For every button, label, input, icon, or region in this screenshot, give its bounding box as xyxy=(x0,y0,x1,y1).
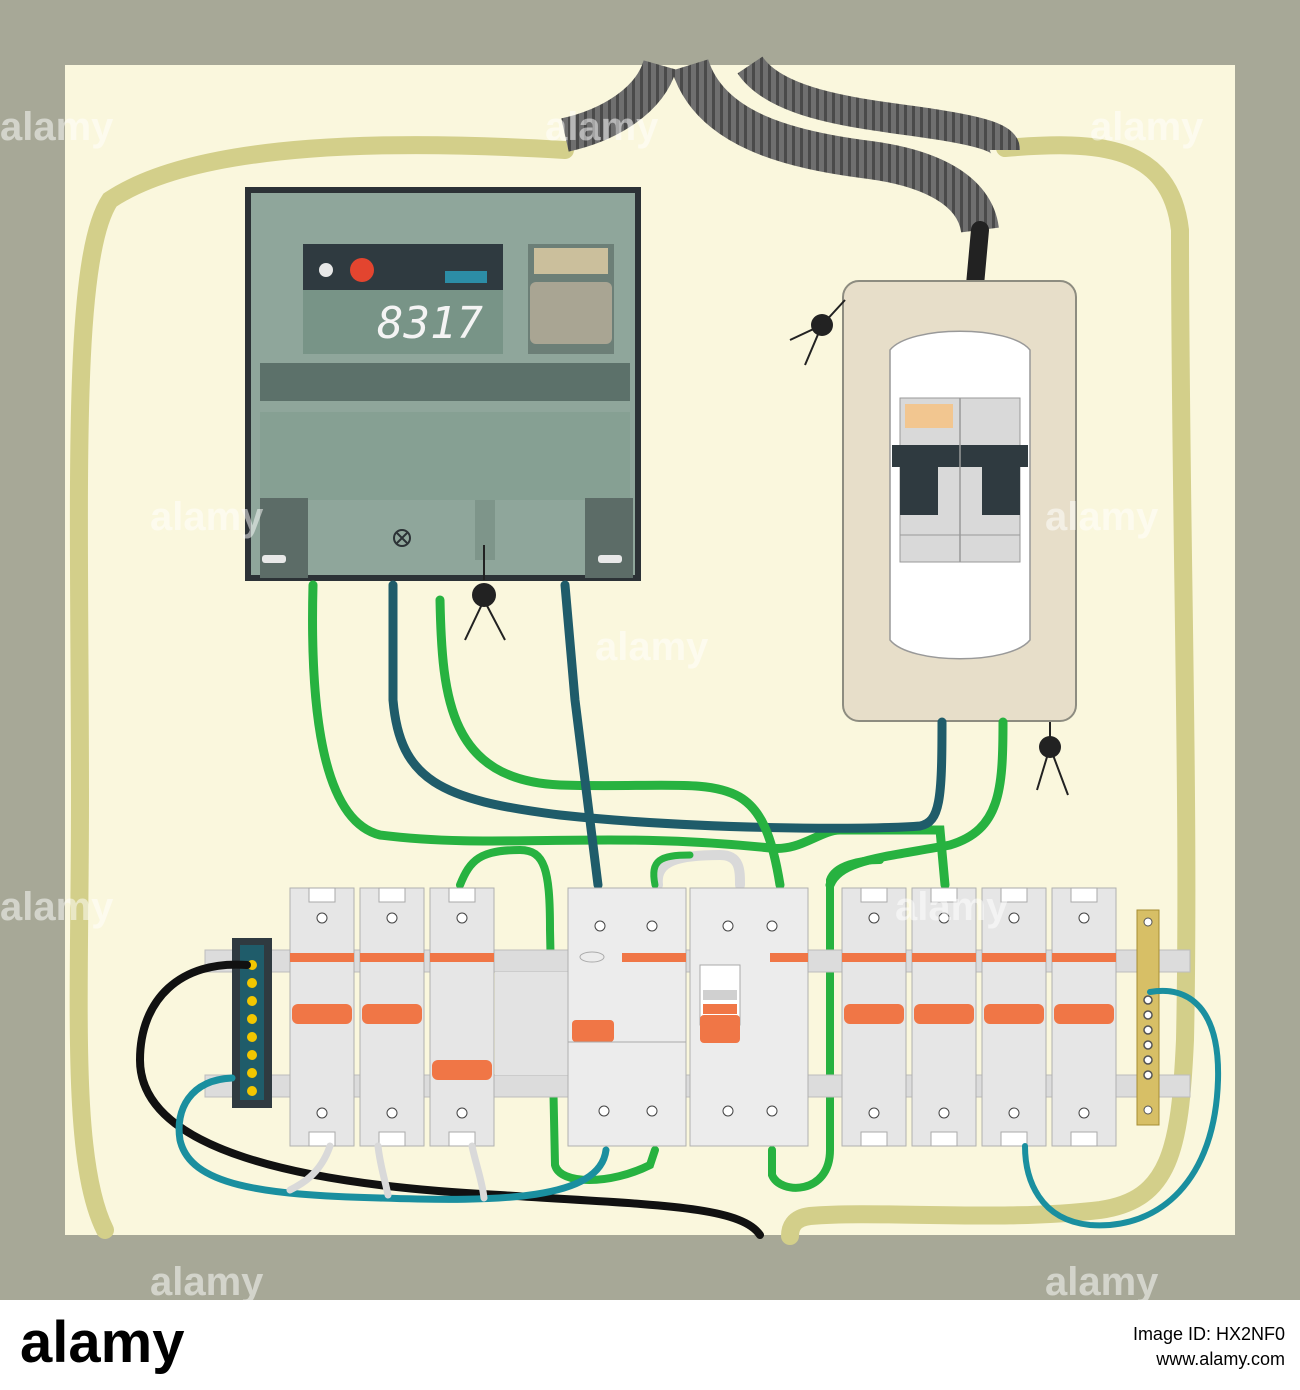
switch-toggle-left xyxy=(900,467,938,515)
wire-black-main xyxy=(135,960,764,1239)
corrugated-cable-middle xyxy=(671,58,999,234)
wire-green-2 xyxy=(435,595,785,890)
footer-strip xyxy=(0,1300,1300,1390)
rcd-1-test-toggle[interactable] xyxy=(572,1020,614,1042)
black-feed-cable xyxy=(966,221,989,294)
breaker-modules xyxy=(289,887,1117,1147)
wire-teal-neutral xyxy=(175,1074,610,1203)
wire-green-4 xyxy=(456,845,659,1184)
circuit-breaker-7[interactable] xyxy=(1051,887,1117,1147)
meter-screw xyxy=(393,529,411,547)
circuit-breaker-1[interactable] xyxy=(289,887,355,1147)
jumper-grey xyxy=(652,849,745,890)
circuit-breaker-2[interactable] xyxy=(359,887,425,1147)
conduit-left xyxy=(69,136,574,1239)
watermark-6: alamy xyxy=(595,625,709,669)
indicator-bar xyxy=(445,271,487,283)
footer-site: www.alamy.com xyxy=(1155,1349,1285,1369)
conduit-right xyxy=(781,136,1196,1245)
footer-image-id: Image ID: HX2NF0 xyxy=(1133,1324,1285,1344)
watermark-3: alamy xyxy=(1090,105,1204,149)
corrugated-cable-right xyxy=(737,55,1020,156)
watermarks: alamy alamy alamy alamy alamy alamy alam… xyxy=(0,105,1204,1304)
wire-white-3 xyxy=(468,1142,488,1202)
indicator-led-white xyxy=(319,263,333,277)
breaker-1-toggle[interactable] xyxy=(292,1004,352,1024)
footer-brand-logo: alamy xyxy=(20,1310,184,1375)
wire-navy-1 xyxy=(388,580,947,833)
watermark-9: alamy xyxy=(150,1260,264,1304)
breaker-6-toggle[interactable] xyxy=(984,1004,1044,1024)
wire-navy-2 xyxy=(560,580,603,890)
switch-label xyxy=(905,404,953,428)
corrugated-cable-left xyxy=(560,59,677,152)
breaker-2-toggle[interactable] xyxy=(362,1004,422,1024)
meter-reading: 8317 xyxy=(377,298,483,349)
wire-white-2 xyxy=(374,1142,392,1199)
wire-green-jumper xyxy=(650,851,694,889)
breaker-4-toggle[interactable] xyxy=(844,1004,904,1024)
watermark-10: alamy xyxy=(1045,1260,1159,1304)
meter-band xyxy=(260,363,630,401)
breaker-3-toggle[interactable] xyxy=(432,1060,492,1080)
indicator-led-red xyxy=(350,258,374,282)
wire-green-5 xyxy=(768,856,884,1192)
watermark-1: alamy xyxy=(0,105,114,149)
rcd-module-1[interactable] xyxy=(567,887,687,1147)
lower-wires xyxy=(135,960,1222,1239)
watermark-7: alamy xyxy=(0,885,114,929)
ground-bus-bar xyxy=(1136,909,1160,1126)
wire-green-1 xyxy=(308,580,950,890)
watermark-2: alamy xyxy=(545,105,659,149)
main-switch-enclosure xyxy=(789,280,1077,796)
watermark-8: alamy xyxy=(895,885,1009,929)
watermark-4: alamy xyxy=(150,495,264,539)
circuit-breaker-5[interactable] xyxy=(911,887,977,1147)
circuit-breaker-4[interactable] xyxy=(841,887,907,1147)
circuit-breaker-3[interactable] xyxy=(429,887,495,1147)
meter-seal xyxy=(464,545,506,641)
rail-gap xyxy=(495,972,570,1075)
rcd-module-2[interactable] xyxy=(689,887,809,1147)
switch-toggle-right xyxy=(982,467,1020,515)
wire-white-1 xyxy=(286,1142,334,1194)
electricity-meter: 8317 xyxy=(245,187,641,581)
wire-teal-ground xyxy=(1022,987,1222,1229)
breaker-7-toggle[interactable] xyxy=(1054,1004,1114,1024)
circuit-breaker-6[interactable] xyxy=(981,887,1047,1147)
breaker-5-toggle[interactable] xyxy=(914,1004,974,1024)
rcd-2-toggle[interactable] xyxy=(700,1015,740,1043)
neutral-bus-bar xyxy=(232,938,272,1108)
watermark-5: alamy xyxy=(1045,495,1159,539)
wires xyxy=(308,580,1008,1192)
